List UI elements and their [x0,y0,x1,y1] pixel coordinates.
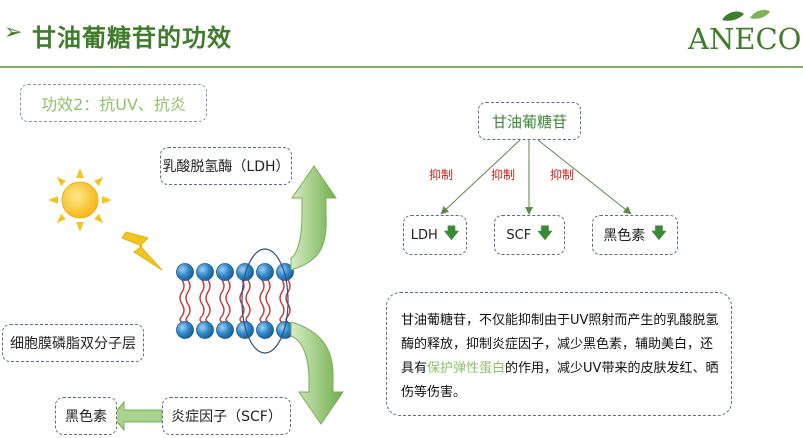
description-part1: 甘油葡糖苷，不仅能抑制由于UV照射而产生的乳酸脱氢酶的释放，抑制炎症因子，减少黑… [401,313,719,376]
lipid-tail [265,279,271,323]
target-ldh: LDH 🡇 [403,215,467,255]
effect-label: 功效2：抗UV、抗炎 [20,84,207,122]
lipid-tail [199,279,205,323]
description-part2: 的作用，减少UV带来的皮肤发红、晒伤等伤害。 [401,361,719,400]
scf-to-melanin-arrow [111,400,163,432]
down-arrow-icon: 🡇 [651,223,667,242]
lipid-head [216,321,234,339]
connector-melanin [537,139,632,215]
target-scf: SCF 🡇 [494,215,565,255]
target-scf-label: SCF [506,227,532,243]
lipid-head [196,321,214,339]
scf-label: 炎症因子（SCF） [162,397,291,435]
brand-logo: ANECO [688,8,803,58]
lipid-tail [219,279,225,323]
connector-ldh [440,139,521,215]
inhibit-label-scf: 抑制 [491,168,516,182]
page-title: 甘油葡糖苷的功效 [32,24,232,52]
down-arrow-icon: 🡇 [537,223,553,242]
lightning-icon [121,231,163,271]
lipid-tail [179,279,185,323]
lipid-head [256,321,274,339]
release-arrow-up [290,165,337,271]
melanin-label: 黑色素 [55,397,117,435]
title-divider [0,66,803,68]
target-ldh-label: LDH [410,227,438,243]
target-melanin-label: 黑色素 [603,228,646,244]
title-arrow-icon: ➢ [4,20,23,45]
target-melanin: 黑色素 🡇 [592,215,678,255]
leaf-icon [722,9,770,21]
phospholipid-bilayer [176,263,294,339]
lipid-tail [185,279,191,323]
lipid-tail [225,279,231,323]
release-arrow-down [290,321,344,425]
inhibit-label-ldh: 抑制 [429,168,454,182]
lipid-tail [245,279,251,323]
logo-text: ANECO [688,22,802,56]
lipid-head [216,263,234,281]
inhibit-label-melanin: 抑制 [550,168,575,182]
sun-icon [48,168,112,232]
description-highlight: 保护弹性蛋白 [427,361,506,376]
ldh-label: 乳酸脱氢酶（LDH） [160,147,292,185]
lipid-head [196,263,214,281]
lipid-head [176,263,194,281]
down-arrow-icon: 🡇 [443,223,460,242]
membrane-label: 细胞膜磷脂双分子层 [2,324,144,362]
lipid-head [236,321,254,339]
description-box: 甘油葡糖苷，不仅能抑制由于UV照射而产生的乳酸脱氢酶的释放，抑制炎症因子，减少黑… [386,292,732,416]
lipid-tail [279,279,285,323]
lipid-head [276,263,294,281]
lipid-head [256,263,274,281]
lipid-tail [205,279,211,323]
membrane-highlight-ellipse [241,248,289,354]
ingredient-box: 甘油葡糖苷 [478,102,581,140]
lipid-head [236,263,254,281]
title-bar: ➢ 甘油葡糖苷的功效 [0,0,803,68]
lipid-head [176,321,194,339]
lipid-tail [259,279,265,323]
